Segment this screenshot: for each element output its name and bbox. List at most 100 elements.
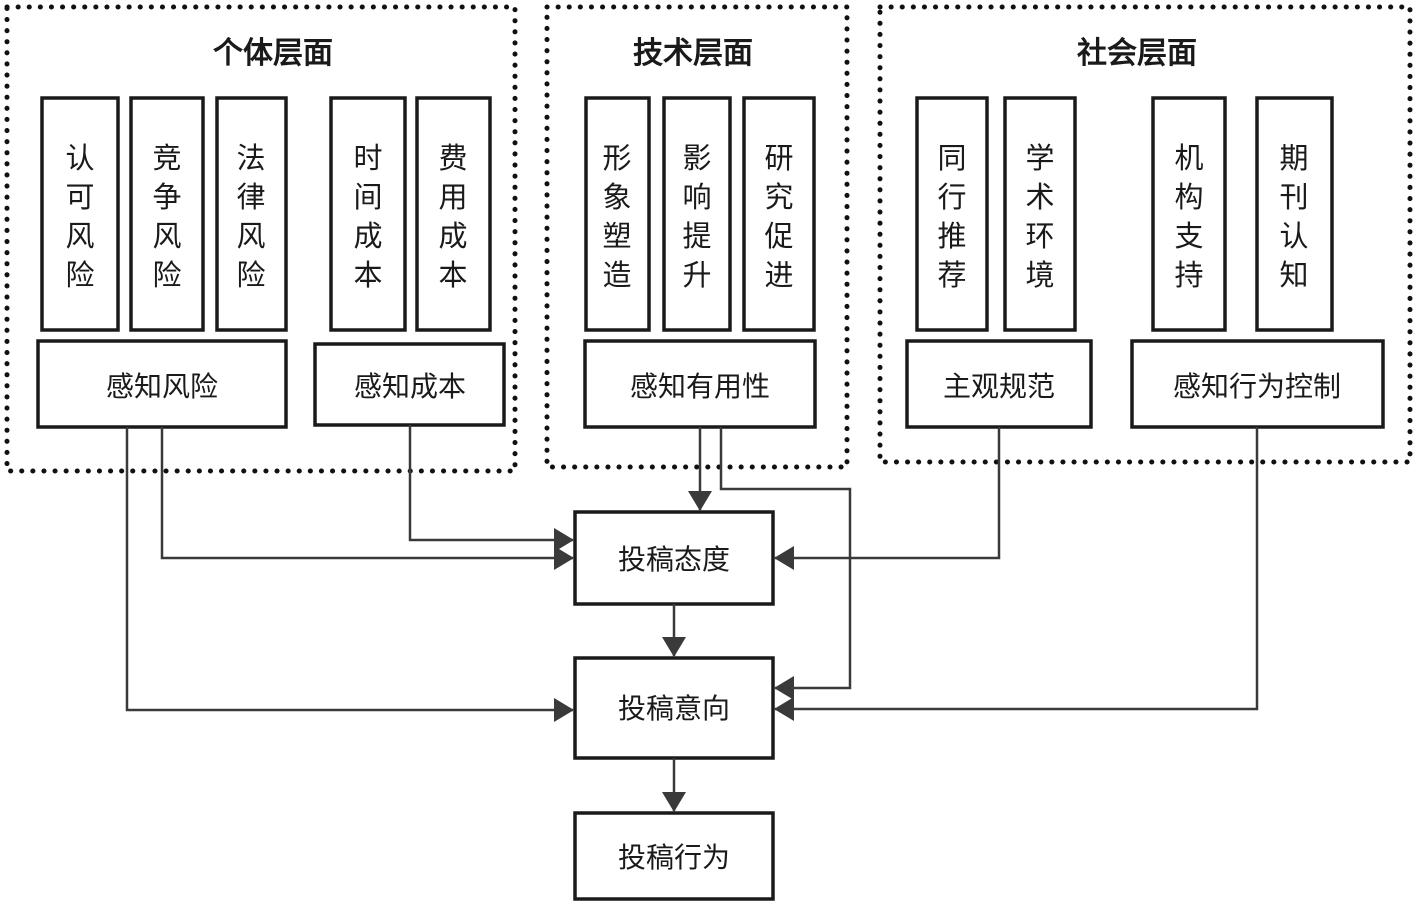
factor-char: 促 <box>764 219 793 253</box>
factor-char: 研 <box>764 141 793 175</box>
construct-perceived-behavioral-control: 感知行为控制 <box>1130 339 1385 429</box>
factor-char: 险 <box>65 258 94 292</box>
construct-label: 感知风险 <box>106 370 218 403</box>
construct-subjective-norm: 主观规范 <box>905 339 1093 429</box>
factor-institutional-support: 机构支持 <box>1151 96 1227 332</box>
factor-recognition-risk: 认可风险 <box>40 96 120 332</box>
factor-char: 造 <box>602 258 631 292</box>
edge-perceived-cost-to-attitude <box>408 425 574 552</box>
factor-char: 风 <box>152 219 181 253</box>
factor-char: 提 <box>682 219 711 253</box>
construct-label: 主观规范 <box>943 370 1055 403</box>
factor-char: 险 <box>152 258 181 292</box>
factor-char: 成 <box>438 219 467 253</box>
factor-char: 影 <box>682 141 711 175</box>
factor-char: 认 <box>65 141 94 175</box>
factor-char: 机 <box>1174 141 1203 175</box>
construct-label: 感知行为控制 <box>1173 370 1341 403</box>
factor-label: 同行推荐 <box>937 141 966 292</box>
factor-label: 时间成本 <box>353 141 382 292</box>
factor-label: 影响提升 <box>682 141 711 292</box>
factor-char: 本 <box>353 258 382 292</box>
edge-behavioral-control-to-intention <box>774 427 1259 721</box>
factor-char: 同 <box>937 141 966 175</box>
factor-char: 可 <box>65 180 94 214</box>
factor-label: 学术环境 <box>1025 141 1054 292</box>
factor-char: 塑 <box>602 219 631 253</box>
factor-competition-risk: 竞争风险 <box>129 96 205 332</box>
factor-char: 刊 <box>1279 180 1308 214</box>
factor-char: 术 <box>1025 180 1054 214</box>
factor-char: 环 <box>1025 219 1054 253</box>
factor-char: 本 <box>438 258 467 292</box>
factor-journal-awareness: 期刊认知 <box>1255 96 1334 332</box>
outcome-submission-intention: 投稿意向 <box>573 656 775 760</box>
factor-label: 竞争风险 <box>152 141 181 292</box>
group-title-social: 社会层面 <box>1077 36 1197 71</box>
factor-char: 响 <box>682 180 711 214</box>
factor-label: 认可风险 <box>65 141 94 292</box>
group-title-technical: 技术层面 <box>633 36 753 71</box>
factor-char: 竞 <box>152 141 181 175</box>
factor-char: 知 <box>1279 258 1308 292</box>
factor-char: 持 <box>1174 258 1203 292</box>
factor-label: 形象塑造 <box>602 141 631 292</box>
factor-label: 法律风险 <box>236 141 265 292</box>
edge-subjective-norm-to-attitude <box>774 427 1001 570</box>
factor-char: 构 <box>1174 180 1203 214</box>
factor-char: 费 <box>438 141 467 175</box>
construct-perceived-cost: 感知成本 <box>313 342 506 427</box>
factor-fee-cost: 费用成本 <box>415 96 492 332</box>
group-frame-technical <box>544 4 850 470</box>
group-frame-individual <box>4 4 518 474</box>
outcome-label: 投稿意向 <box>618 692 730 725</box>
outcome-submission-behavior: 投稿行为 <box>573 811 775 901</box>
factor-char: 行 <box>937 180 966 214</box>
factor-char: 认 <box>1279 219 1308 253</box>
factor-char: 律 <box>236 180 265 214</box>
factor-char: 用 <box>438 180 467 214</box>
factor-impact-enhancement: 影响提升 <box>662 96 732 332</box>
edges <box>125 425 1259 812</box>
factor-char: 境 <box>1025 258 1054 292</box>
factor-char: 升 <box>682 258 711 292</box>
factor-char: 时 <box>353 141 382 175</box>
factor-peer-recommendation: 同行推荐 <box>915 96 989 332</box>
group-title-individual: 个体层面 <box>213 36 333 71</box>
factor-label: 机构支持 <box>1174 141 1203 292</box>
factor-boxes: 认可风险 竞争风险 法律风险 时间成本 费用成本 形象塑造 影响提升 <box>40 96 1334 332</box>
edge-perceived-risk-to-intention <box>125 427 574 722</box>
factor-char: 成 <box>353 219 382 253</box>
factor-academic-environment: 学术环境 <box>1003 96 1077 332</box>
outcome-submission-attitude: 投稿态度 <box>573 510 775 606</box>
edge-usefulness-to-intention <box>719 427 852 700</box>
factor-char: 间 <box>353 180 382 214</box>
factor-char: 进 <box>764 258 793 292</box>
factor-char: 究 <box>764 180 793 214</box>
construct-label: 感知有用性 <box>630 370 770 403</box>
construct-perceived-risk: 感知风险 <box>36 339 288 429</box>
factor-char: 推 <box>937 219 966 253</box>
factor-char: 法 <box>236 141 265 175</box>
edge-perceived-risk-to-attitude <box>160 427 574 570</box>
factor-time-cost: 时间成本 <box>329 96 407 332</box>
factor-label: 期刊认知 <box>1279 141 1308 292</box>
factor-char: 险 <box>236 258 265 292</box>
factor-char: 争 <box>152 180 181 214</box>
outcome-label: 投稿态度 <box>618 543 730 576</box>
group-frame-social <box>877 4 1413 465</box>
construct-label: 感知成本 <box>354 370 466 403</box>
factor-legal-risk: 法律风险 <box>215 96 288 332</box>
factor-char: 风 <box>65 219 94 253</box>
outcome-label: 投稿行为 <box>618 841 730 874</box>
factor-char: 象 <box>602 180 631 214</box>
factor-char: 荐 <box>937 258 966 292</box>
factor-char: 风 <box>236 219 265 253</box>
factor-char: 形 <box>602 141 631 175</box>
factor-research-promotion: 研究促进 <box>742 96 816 332</box>
factor-char: 学 <box>1025 141 1054 175</box>
factor-char: 期 <box>1279 141 1308 175</box>
factor-label: 研究促进 <box>764 141 793 292</box>
construct-perceived-usefulness: 感知有用性 <box>583 339 817 429</box>
